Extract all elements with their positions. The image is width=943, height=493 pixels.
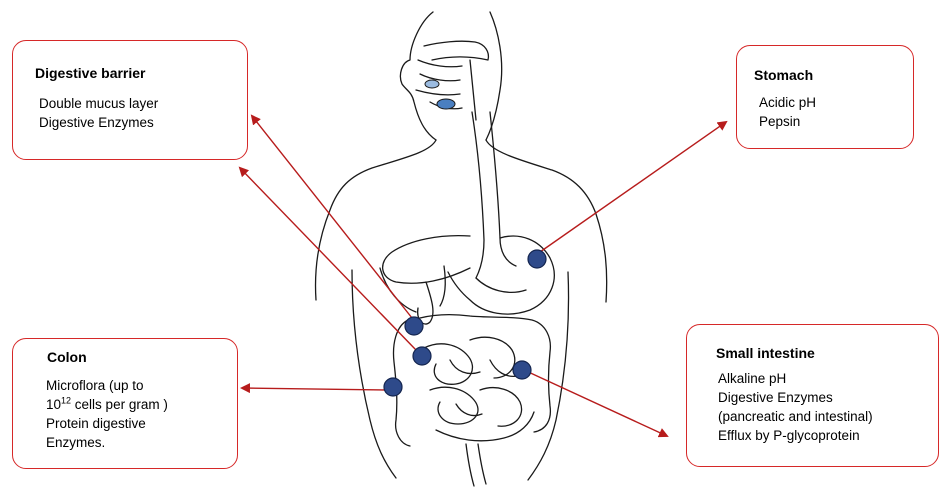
colon-count-rest: cells per gram ) bbox=[71, 397, 168, 412]
arrow-to-colon bbox=[242, 388, 388, 390]
colon-line: Microflora (up to bbox=[46, 376, 168, 395]
digestive-barrier-title: Digestive barrier bbox=[35, 65, 146, 81]
digestive-barrier-box: Digestive barrier Double mucus layer Dig… bbox=[12, 40, 248, 160]
colon-count-exponent: 12 bbox=[61, 396, 71, 406]
colon-title: Colon bbox=[47, 349, 87, 365]
small-intestine-line: Digestive Enzymes bbox=[718, 388, 873, 407]
duodenum-marker bbox=[405, 317, 423, 335]
small-intestine-marker bbox=[513, 361, 531, 379]
digestive-barrier-line: Digestive Enzymes bbox=[39, 113, 158, 132]
stomach-marker bbox=[528, 250, 546, 268]
small-intestine-line: Alkaline pH bbox=[718, 369, 873, 388]
arrow-to-stomach bbox=[540, 122, 726, 252]
digestive-barrier-line: Double mucus layer bbox=[39, 94, 158, 113]
stomach-box: Stomach Acidic pH Pepsin bbox=[736, 45, 914, 149]
small-intestine-box: Small intestine Alkaline pH Digestive En… bbox=[686, 324, 939, 467]
colon-marker bbox=[384, 378, 402, 396]
nasal-detail bbox=[425, 80, 439, 88]
small-intestine-line: (pancreatic and intestinal) bbox=[718, 407, 873, 426]
colon-line-cell-count: 1012 cells per gram ) bbox=[46, 395, 168, 414]
stomach-line: Pepsin bbox=[759, 112, 816, 131]
digestive-barrier-lines: Double mucus layer Digestive Enzymes bbox=[39, 94, 158, 132]
stomach-lines: Acidic pH Pepsin bbox=[759, 93, 816, 131]
stomach-line: Acidic pH bbox=[759, 93, 816, 112]
small-intestine-title: Small intestine bbox=[716, 345, 815, 361]
arrow-to-digestive-barrier-2 bbox=[240, 168, 416, 350]
small-intestine-line: Efflux by P-glycoprotein bbox=[718, 426, 873, 445]
colon-line: Enzymes. bbox=[46, 433, 168, 452]
colon-count-base: 10 bbox=[46, 397, 61, 412]
body-outline bbox=[316, 12, 607, 486]
arrow-to-digestive-barrier-1 bbox=[252, 116, 412, 318]
colon-line: Protein digestive bbox=[46, 414, 168, 433]
colon-box: Colon Microflora (up to 1012 cells per g… bbox=[12, 338, 238, 469]
stomach-title: Stomach bbox=[754, 67, 813, 83]
small-intestine-lines: Alkaline pH Digestive Enzymes (pancreati… bbox=[718, 369, 873, 445]
tongue-detail bbox=[437, 99, 455, 109]
colon-lines: Microflora (up to 1012 cells per gram ) … bbox=[46, 376, 168, 452]
jejunum-marker bbox=[413, 347, 431, 365]
